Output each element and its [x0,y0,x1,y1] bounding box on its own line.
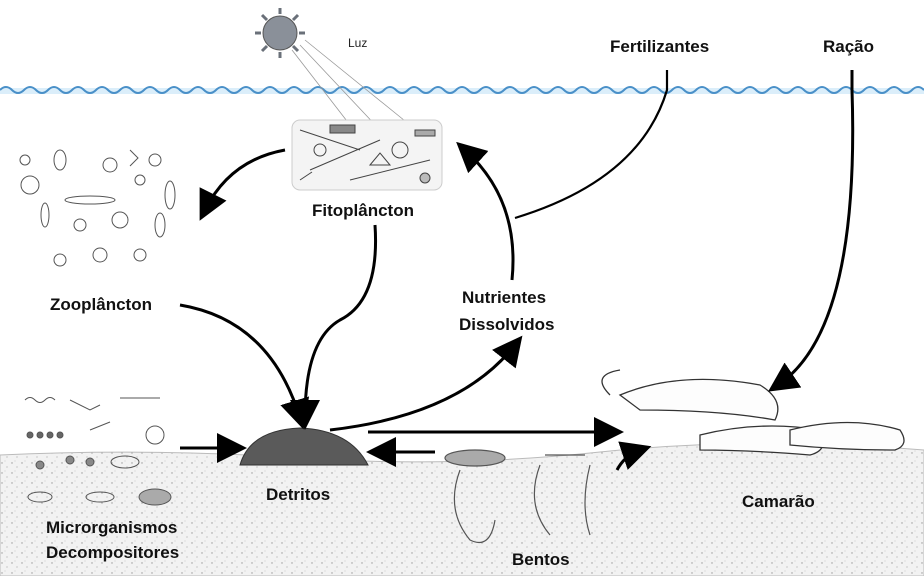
shrimp-label: Camarão [742,492,815,511]
fertilizers-label: Fertilizantes [610,37,709,56]
arrow-detritus-to-nutrients [330,345,515,430]
phytoplankton-illustration [292,120,442,190]
light-label: Luz [348,36,367,50]
nutrients-label-line1: Nutrientes [462,288,546,307]
detritus-label: Detritos [266,485,330,504]
benthos-label: Bentos [512,550,570,569]
phytoplankton-label: Fitoplâncton [312,201,414,220]
detritus-mound [240,428,368,465]
sun-icon [255,8,410,130]
arrow-phyto-to-zoo [205,150,285,210]
arrow-nutrients-to-phyto [465,150,513,280]
zooplankton-label: Zooplâncton [50,295,152,314]
decomposers-label-line1: Microrganismos [46,518,177,537]
arrow-feed-to-shrimp [778,70,853,385]
decomposers-label-line2: Decompositores [46,543,179,562]
water-surface [0,87,924,94]
feed-label: Ração [823,37,874,56]
shrimp-illustration [602,370,904,455]
nutrients-label-line2: Dissolvidos [459,315,554,334]
arrow-zoo-to-detritus [180,305,300,418]
arrow-phyto-to-detritus [305,225,376,418]
zooplankton-illustration [20,150,175,266]
